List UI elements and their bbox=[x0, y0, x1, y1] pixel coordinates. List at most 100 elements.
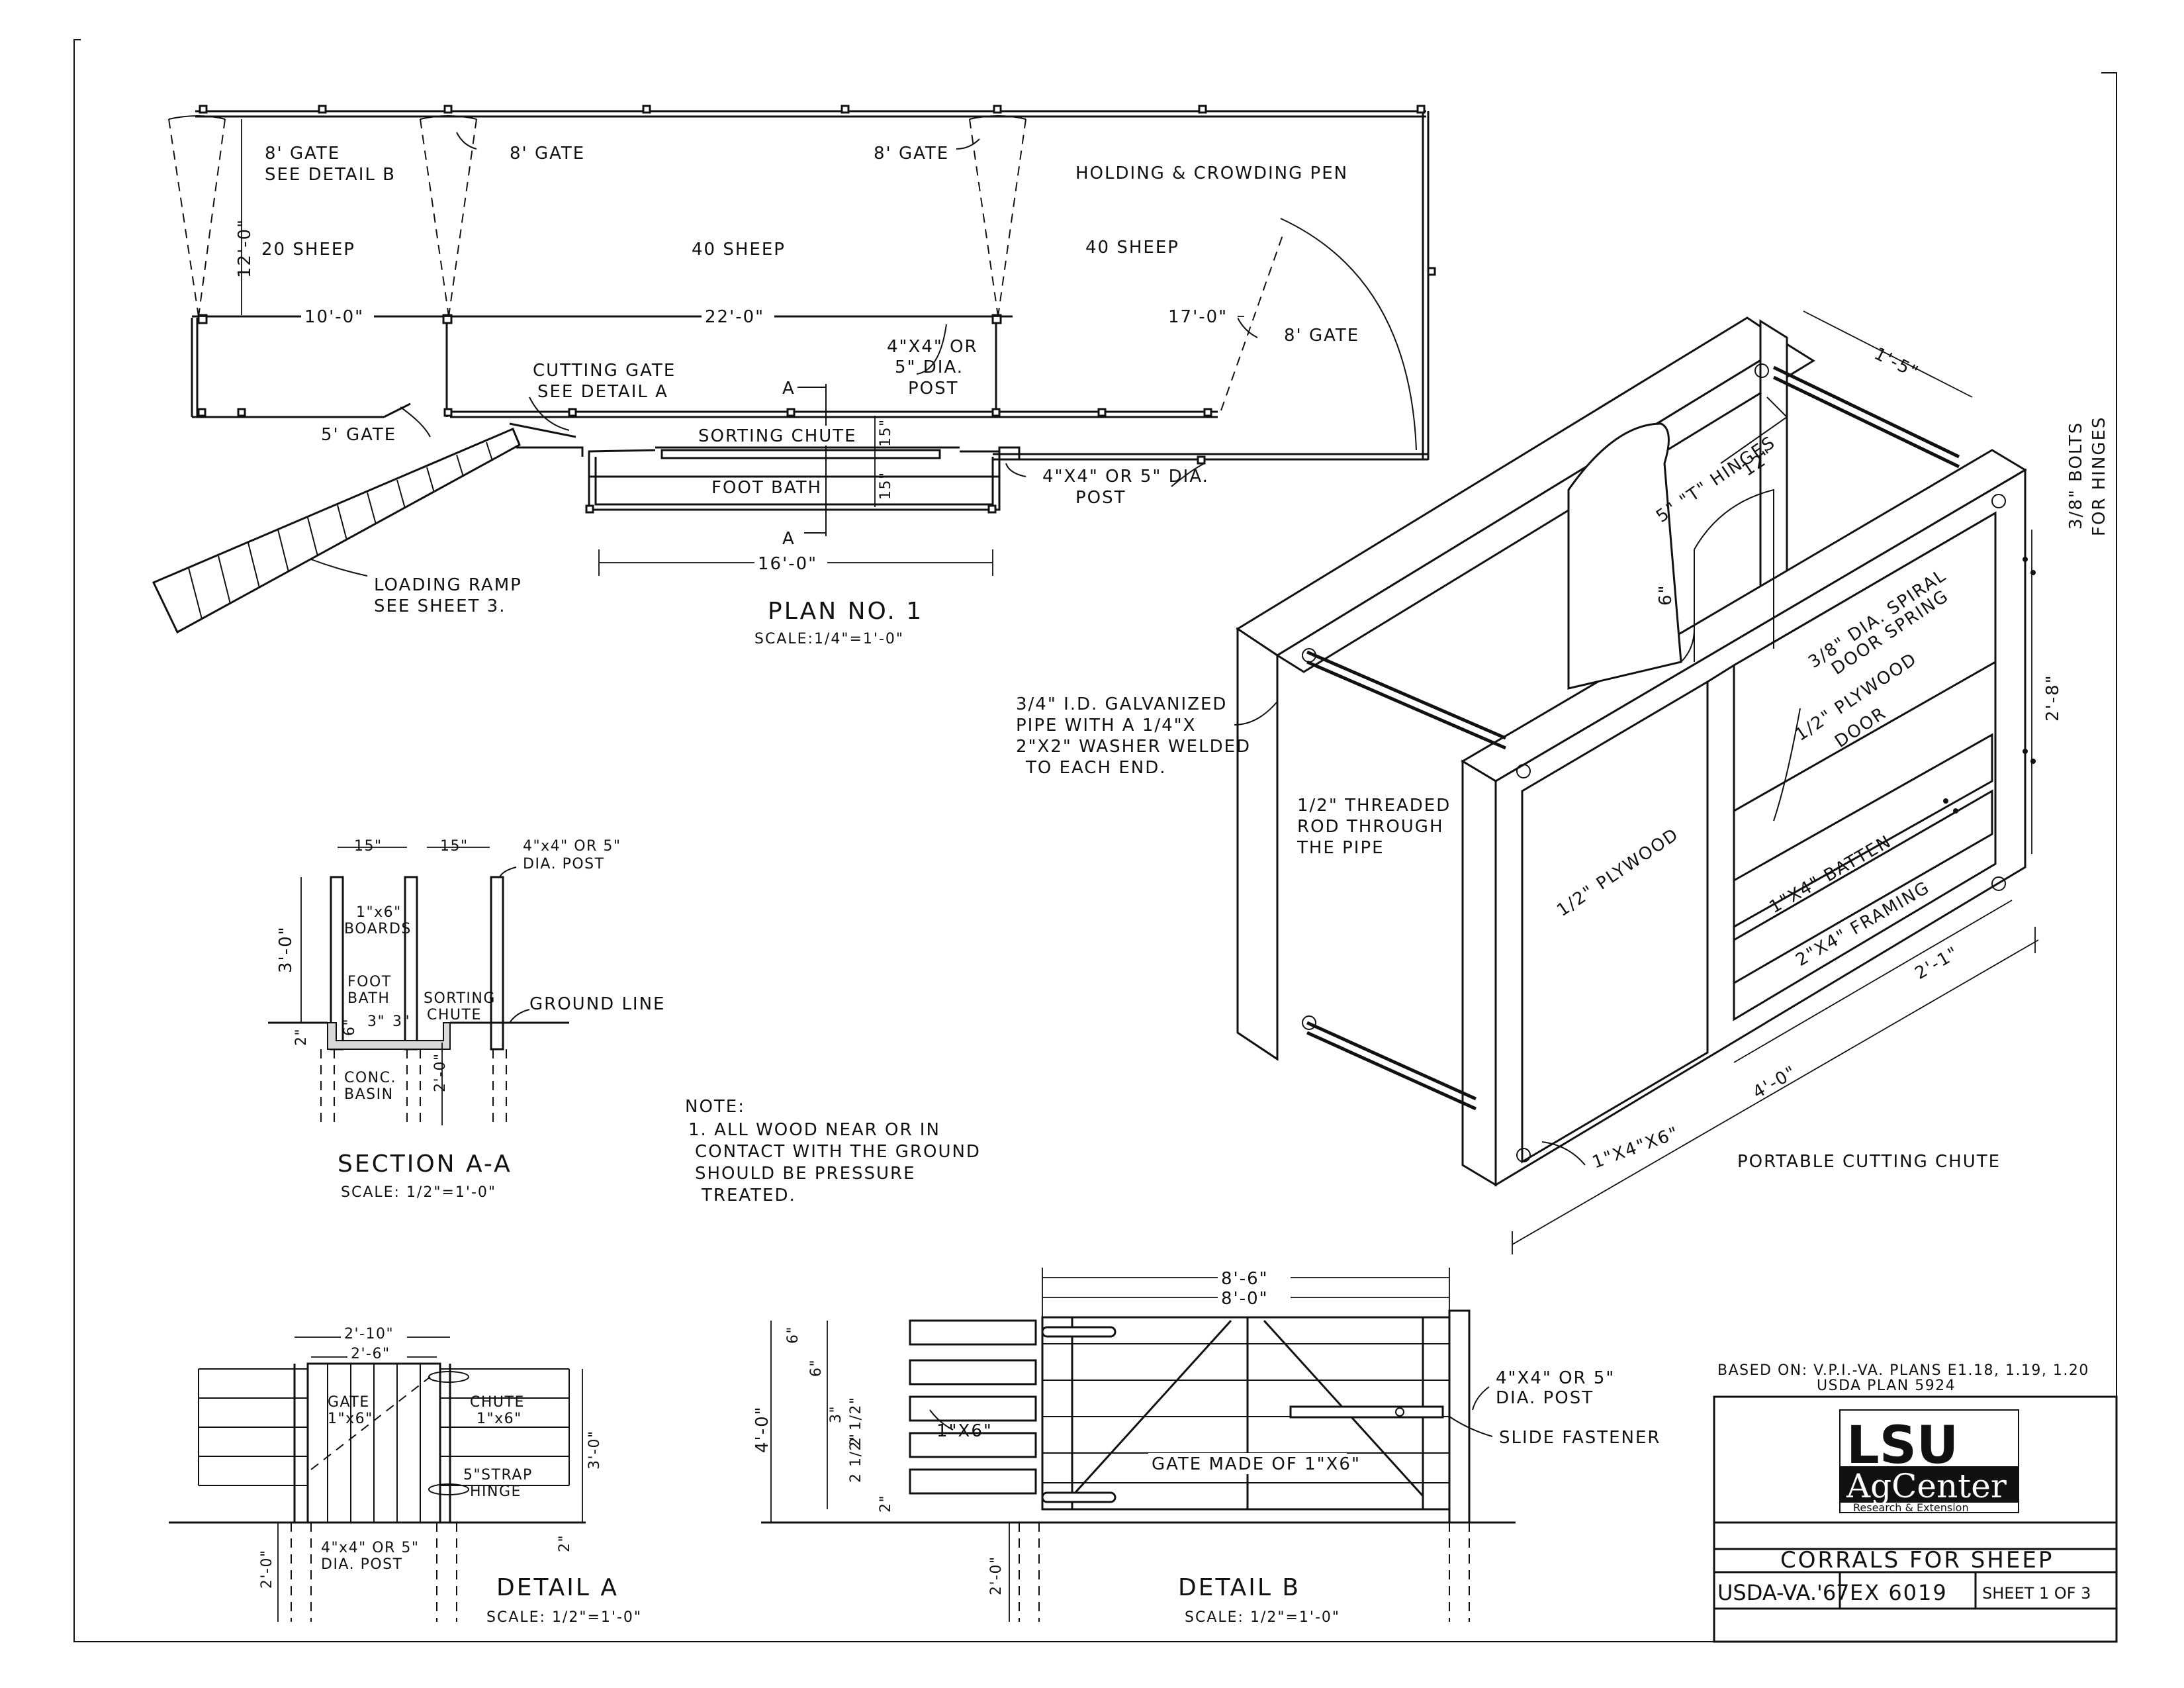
section-dim-6: 6" bbox=[341, 1018, 358, 1036]
lsu-agcenter-logo: LSU AgCenter Research & Extension bbox=[1839, 1409, 2019, 1514]
chute-dim-6: 6" bbox=[1656, 584, 1676, 606]
detail-a-drawing bbox=[169, 1336, 586, 1622]
plan-sorting-chute: SORTING CHUTE bbox=[698, 426, 857, 446]
chute-dim-4-0: 4'-0" bbox=[1750, 1062, 1801, 1103]
section-boards-2: BOARDS bbox=[344, 921, 412, 937]
detail-b-post-2: DIA. POST bbox=[1496, 1388, 1594, 1408]
section-basin-1: CONC. bbox=[344, 1070, 396, 1086]
detail-b-dim-2-b: 2 1/2" bbox=[848, 1432, 864, 1483]
detail-a-dim-2-0: 2'-0" bbox=[259, 1549, 275, 1589]
detail-b-dim-6-b: 6" bbox=[808, 1359, 825, 1377]
detail-a-dim-2-10: 2'-10" bbox=[344, 1326, 394, 1342]
chute-rod-3: THE PIPE bbox=[1297, 838, 1385, 858]
note-line-3: SHOULD BE PRESSURE bbox=[695, 1164, 916, 1184]
plan-gate-4: 8' GATE bbox=[1284, 326, 1359, 346]
section-sort-2: CHUTE bbox=[427, 1007, 482, 1023]
plan-see-detail-b: SEE DETAIL B bbox=[265, 165, 396, 185]
section-dim-2-0: 2'-0" bbox=[432, 1053, 449, 1092]
section-dim-2: 2" bbox=[293, 1028, 310, 1046]
chute-dim-2-1: 2'-1" bbox=[1912, 943, 1963, 984]
detail-b-dim-8-0: 8'-0" bbox=[1221, 1289, 1269, 1309]
section-post-2: DIA. POST bbox=[523, 856, 605, 872]
detail-b-dim-2-a: 2 1/2" bbox=[848, 1396, 864, 1446]
chute-pipe-1: 3/4" I.D. GALVANIZED bbox=[1016, 694, 1227, 714]
plan-dim-16: 16'-0" bbox=[758, 554, 817, 574]
chute-rod-2: ROD THROUGH bbox=[1297, 817, 1444, 837]
note-line-2: CONTACT WITH THE GROUND bbox=[695, 1142, 981, 1162]
section-dim-3-b: 3" bbox=[392, 1013, 410, 1030]
chute-pipe-3: 2"X2" WASHER WELDED bbox=[1016, 737, 1251, 757]
detail-a-chute-2: 1"x6" bbox=[477, 1411, 522, 1427]
plan-see-sheet: SEE SHEET 3. bbox=[374, 596, 506, 616]
detail-a-dim-3-0: 3'-0" bbox=[586, 1430, 603, 1470]
title-block: BASED ON: V.P.I.-VA. PLANS E1.18, 1.19, … bbox=[1713, 1362, 2118, 1643]
title-usda-code: USDA-VA.'67 bbox=[1717, 1580, 1850, 1605]
logo-agcenter: AgCenter bbox=[1846, 1467, 2007, 1505]
plan-gate-2: 8' GATE bbox=[510, 144, 585, 164]
note-block: NOTE: 1. ALL WOOD NEAR OR IN CONTACT WIT… bbox=[685, 1097, 981, 1205]
plan-foot-bath: FOOT BATH bbox=[711, 478, 822, 498]
plan-pen-20-sheep: 20 SHEEP bbox=[261, 240, 355, 259]
chute-title: PORTABLE CUTTING CHUTE bbox=[1737, 1152, 2001, 1172]
section-dim-3-0: 3'-0" bbox=[276, 925, 296, 973]
detail-b-dim-2-0: 2'-0" bbox=[988, 1556, 1005, 1595]
section-ground-line: GROUND LINE bbox=[529, 994, 665, 1014]
detail-b-scale: SCALE: 1/2"=1'-0" bbox=[1185, 1609, 1340, 1626]
detail-a-dim-2-6: 2'-6" bbox=[351, 1346, 390, 1362]
detail-b-dim-2-c: 2" bbox=[878, 1495, 894, 1513]
detail-a-post-1: 4"x4" OR 5" bbox=[321, 1540, 419, 1556]
plan-post-b-1: 4"X4" OR 5" DIA. bbox=[1042, 467, 1209, 487]
title-ex-number: EX 6019 bbox=[1850, 1580, 1948, 1605]
detail-b-title: DETAIL B bbox=[1178, 1574, 1300, 1601]
section-a-a-drawing bbox=[268, 847, 569, 1125]
section-post-1: 4"x4" OR 5" bbox=[523, 838, 621, 855]
detail-b-labels: 8'-6" 8'-0" 6" 6" 3" 2 1/2" 2 1/2" 2" 4'… bbox=[752, 1268, 1661, 1626]
section-dim-15-a: 15" bbox=[354, 838, 383, 855]
note-head: NOTE: bbox=[685, 1097, 745, 1117]
note-line-4: TREATED. bbox=[701, 1186, 796, 1205]
section-labels: 15" 15" 4"x4" OR 5" DIA. POST 3'-0" 1"x6… bbox=[276, 838, 665, 1201]
plan-dim-22: 22'-0" bbox=[705, 307, 764, 327]
detail-b-boards: 1"X6" bbox=[936, 1421, 993, 1441]
detail-b-slide-fastener: SLIDE FASTENER bbox=[1499, 1428, 1661, 1448]
portable-cutting-chute-drawing bbox=[1234, 310, 2039, 1254]
detail-b-dim-4-0: 4'-0" bbox=[752, 1405, 772, 1453]
plan-gate-5: 5' GATE bbox=[321, 425, 396, 445]
plan-cutting-gate: CUTTING GATE bbox=[533, 361, 676, 381]
plan-scale: SCALE:1/4"=1'-0" bbox=[754, 631, 904, 647]
detail-b-dim-6-a: 6" bbox=[785, 1326, 801, 1344]
detail-a-chute-1: CHUTE bbox=[470, 1394, 525, 1411]
chute-member: 1"X4"X6" bbox=[1590, 1123, 1682, 1172]
detail-b-gate-made: GATE MADE OF 1"X6" bbox=[1152, 1454, 1361, 1474]
plan-section-mark-top: A bbox=[782, 379, 796, 399]
title-corrals-for-sheep: CORRALS FOR SHEEP bbox=[1780, 1547, 2054, 1573]
section-title: SECTION A-A bbox=[338, 1150, 512, 1178]
plan-post-a-3: POST bbox=[908, 379, 959, 399]
plan-gate-3: 8' GATE bbox=[874, 144, 949, 164]
note-line-1: 1. ALL WOOD NEAR OR IN bbox=[688, 1120, 940, 1140]
section-basin-2: BASIN bbox=[344, 1086, 394, 1103]
plan-no-1 bbox=[152, 105, 1436, 634]
plan-loading-ramp: LOADING RAMP bbox=[374, 575, 522, 595]
section-dim-15-b: 15" bbox=[440, 838, 469, 855]
detail-b-drawing bbox=[761, 1268, 1516, 1622]
plan-pen-40-sheep-b: 40 SHEEP bbox=[1085, 238, 1179, 258]
section-sort-1: SORTING bbox=[424, 990, 496, 1007]
detail-b-post-1: 4"X4" OR 5" bbox=[1496, 1368, 1615, 1388]
detail-a-gate-2: 1"x6" bbox=[328, 1411, 373, 1427]
plan-width-dim: 12'-0" bbox=[235, 218, 255, 278]
section-scale: SCALE: 1/2"=1'-0" bbox=[341, 1184, 496, 1201]
plan-post-a-2: 5" DIA. bbox=[895, 357, 964, 377]
detail-a-labels: 2'-10" 2'-6" GATE 1"x6" CHUTE 1"x6" 3'-0… bbox=[259, 1324, 641, 1626]
section-foot-2: BATH bbox=[347, 990, 390, 1007]
plan-dim-10: 10'-0" bbox=[304, 307, 364, 327]
section-dim-3-a: 3" bbox=[367, 1013, 385, 1030]
title-based-on-1: BASED ON: V.P.I.-VA. PLANS E1.18, 1.19, … bbox=[1717, 1362, 2089, 1379]
plan-post-a-1: 4"X4" OR bbox=[887, 337, 978, 357]
plan-pen-40-sheep-a: 40 SHEEP bbox=[692, 240, 786, 259]
detail-a-title: DETAIL A bbox=[496, 1574, 619, 1601]
plan-see-detail-a: SEE DETAIL A bbox=[537, 382, 668, 402]
detail-a-hinge-2: HINGE bbox=[470, 1483, 522, 1500]
detail-b-dim-8-6: 8'-6" bbox=[1221, 1269, 1269, 1289]
title-sheet-number: SHEET 1 OF 3 bbox=[1982, 1584, 2091, 1603]
